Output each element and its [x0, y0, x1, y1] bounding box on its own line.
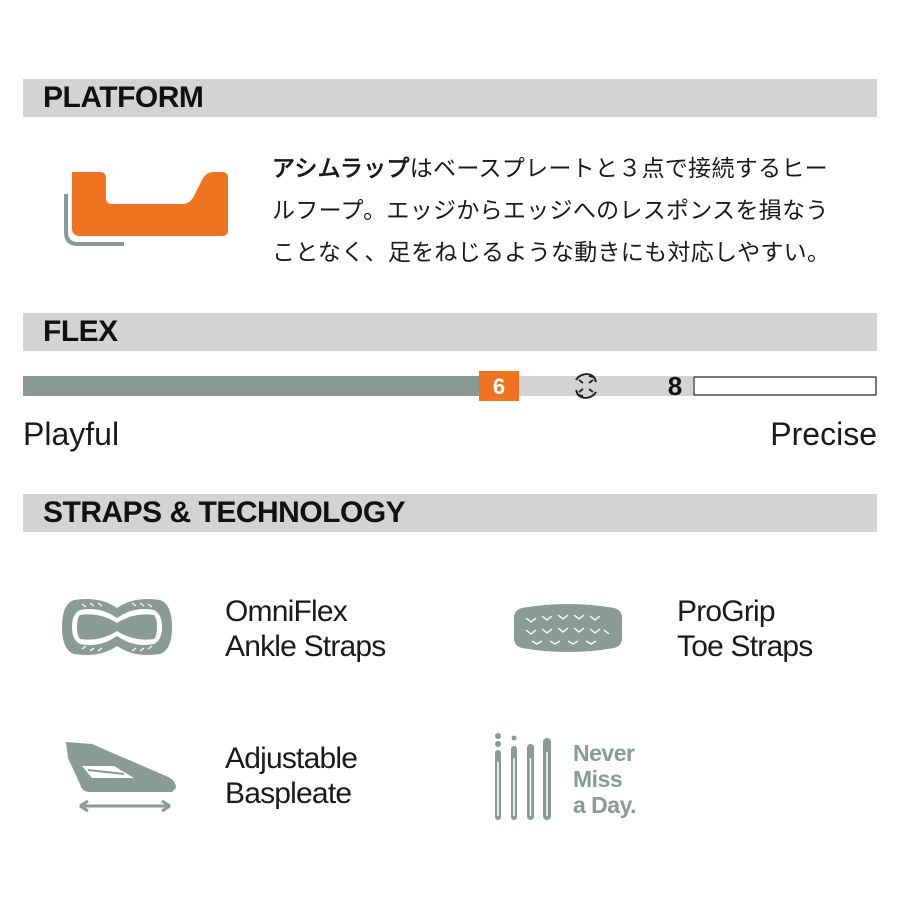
flex-max-text: 8 [668, 371, 682, 401]
flex-value-text: 6 [493, 374, 505, 399]
adjustable-baseplate-icon [66, 742, 176, 813]
baseplate-label-line2: Baspleate [225, 777, 352, 810]
flex-meter-empty [693, 376, 877, 396]
platform-section-title: PLATFORM [43, 81, 204, 114]
omniflex-label-line2: Ankle Straps [225, 630, 386, 663]
omniflex-label: OmniFlex Ankle Straps [225, 594, 386, 664]
nmad-line1: Never [573, 740, 635, 766]
platform-description-bold: アシムラップ [272, 156, 410, 182]
flex-label-precise: Precise [770, 416, 877, 452]
platform-description-line3: ことなく、足をねじるような動きにも対応しやすい。 [272, 240, 831, 266]
flex-adjust-range [519, 376, 693, 396]
asym-wrap-heel-icon [64, 172, 228, 246]
progrip-label: ProGrip Toe Straps [677, 594, 813, 664]
adjustable-cycle-icon [575, 373, 597, 399]
nmad-line2: Miss [573, 766, 623, 792]
platform-section-header: PLATFORM [23, 79, 877, 117]
platform-description: アシムラップはベースプレートと３点で接続するヒー ルフープ。エッジからエッジへの… [272, 148, 882, 274]
progrip-label-line1: ProGrip [677, 595, 776, 628]
straps-section-header: STRAPS & TECHNOLOGY [23, 494, 877, 532]
flex-meter-fill [23, 376, 479, 396]
baseplate-label: Adjustable Baspleate [225, 741, 358, 811]
flex-section-title: FLEX [43, 315, 118, 348]
never-miss-a-day-icon [495, 733, 551, 820]
nmad-line3: a Day. [573, 792, 637, 818]
progrip-label-line2: Toe Straps [677, 630, 813, 663]
omniflex-label-line1: OmniFlex [225, 595, 348, 628]
never-miss-a-day-label: Never Miss a Day. [573, 740, 637, 818]
flex-value-box [479, 371, 519, 401]
platform-description-line1: はベースプレートと３点で接続するヒー [409, 156, 828, 182]
baseplate-label-line1: Adjustable [225, 742, 358, 775]
flex-label-playful: Playful [23, 416, 120, 452]
platform-description-line2: ルフープ。エッジからエッジへのレスポンスを損なう [272, 198, 829, 224]
straps-section-title: STRAPS & TECHNOLOGY [43, 496, 406, 529]
omniflex-ankle-strap-icon [62, 599, 172, 655]
progrip-toe-strap-icon [514, 604, 622, 652]
flex-section-header: FLEX [23, 313, 877, 351]
flex-meter: 6 8 [23, 371, 877, 401]
